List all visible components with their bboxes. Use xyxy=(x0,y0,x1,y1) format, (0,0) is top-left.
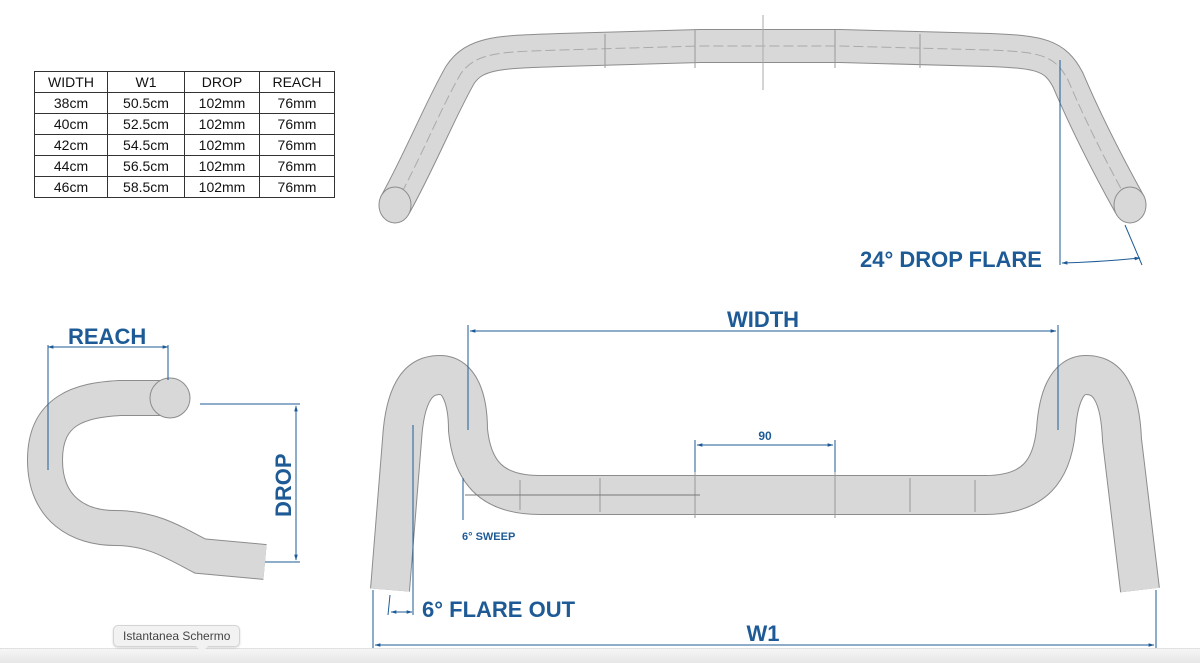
reach-label: REACH xyxy=(68,324,146,349)
cell: 54.5cm xyxy=(107,134,185,156)
drop-label: DROP xyxy=(271,453,296,517)
side-view-handlebar: REACH DROP xyxy=(26,324,300,580)
bottom-strip xyxy=(0,648,1200,663)
sweep-dimension: 6° SWEEP xyxy=(462,478,515,543)
width-label: WIDTH xyxy=(727,307,799,332)
width-dimension: WIDTH xyxy=(467,307,1059,430)
screenshot-tooltip: Istantanea Schermo xyxy=(113,625,241,652)
clamp-width-label: 90 xyxy=(758,429,772,443)
cell: 42cm xyxy=(34,134,108,156)
cell: 76mm xyxy=(259,176,335,198)
sweep-label: 6° SWEEP xyxy=(462,531,515,543)
drop-flare-dimension: 24° DROP FLARE xyxy=(860,60,1143,272)
cell: 76mm xyxy=(259,134,335,156)
cell: 58.5cm xyxy=(107,176,185,198)
front-view-handlebar xyxy=(370,354,1160,593)
flare-out-label: 6° FLARE OUT xyxy=(422,597,576,622)
drop-flare-label: 24° DROP FLARE xyxy=(860,247,1042,272)
cell: 102mm xyxy=(184,134,260,156)
w1-dimension: W1 xyxy=(372,590,1157,655)
cell: 44cm xyxy=(34,155,108,177)
cell: 38cm xyxy=(34,92,108,114)
top-view-handlebar xyxy=(378,15,1147,224)
cell: 52.5cm xyxy=(107,113,185,135)
w1-label: W1 xyxy=(747,621,780,646)
cell: 56.5cm xyxy=(107,155,185,177)
cell: 76mm xyxy=(259,155,335,177)
cell: 46cm xyxy=(34,176,108,198)
cell: 50.5cm xyxy=(107,92,185,114)
flare-out-dimension: 6° FLARE OUT xyxy=(387,425,576,622)
clamp-dimension: 90 xyxy=(694,429,836,472)
